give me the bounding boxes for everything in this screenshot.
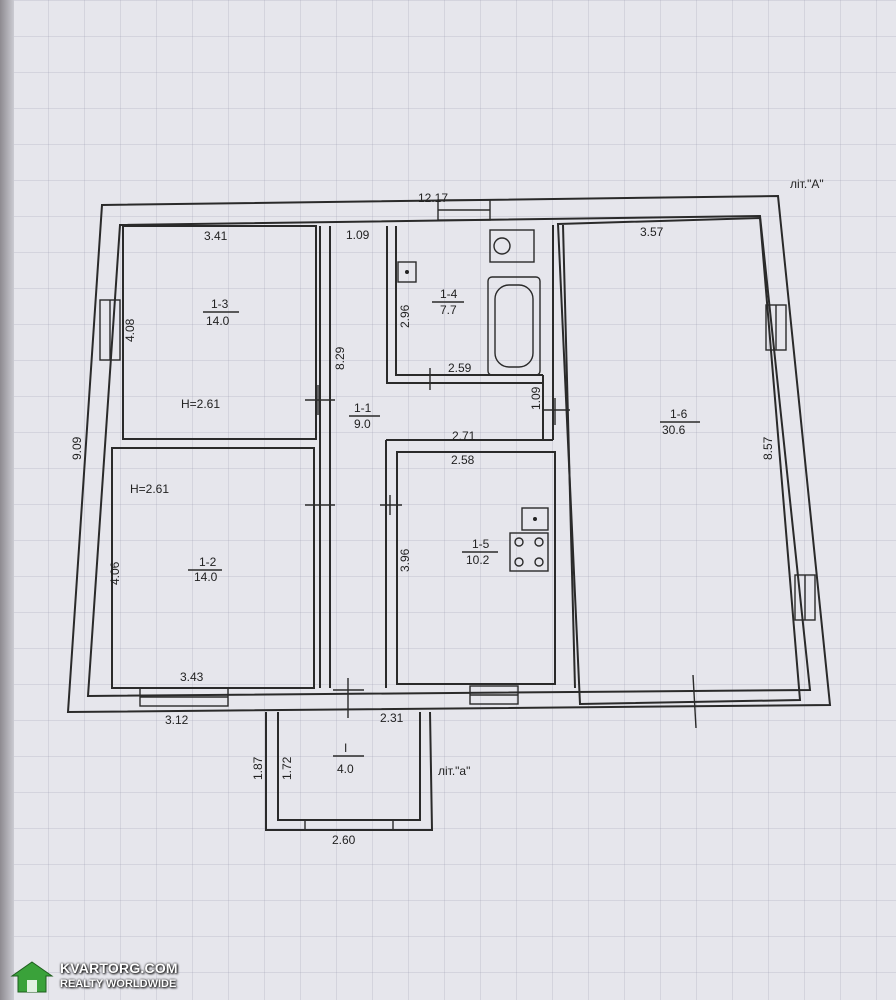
dim-total-height: 9.09 xyxy=(70,436,84,460)
dim-porch-outer: 1.87 xyxy=(251,756,265,780)
dim-hall-width: 2.71 xyxy=(452,429,476,443)
room-1-4-id: 1-4 xyxy=(440,287,458,301)
room-1-3 xyxy=(122,225,317,440)
dim-r15-side: 3.96 xyxy=(398,548,412,572)
dim-r13-side: 4.08 xyxy=(123,318,137,342)
dim-corr-top: 1.09 xyxy=(346,228,370,242)
lit-small-label: літ."а" xyxy=(438,764,470,778)
dim-porch-top: 2.31 xyxy=(380,711,404,725)
dim-r15-top: 2.58 xyxy=(451,453,475,467)
outer-walls xyxy=(66,194,832,714)
room-1-3-id: 1-3 xyxy=(211,297,229,311)
room-1-3-area: 14.0 xyxy=(206,314,230,328)
dim-r12-side: 4.06 xyxy=(108,561,122,585)
dim-r14-bottom: 2.59 xyxy=(448,361,472,375)
room-1-5-id: 1-5 xyxy=(472,537,490,551)
room-1-3-height: H=2.61 xyxy=(181,397,220,411)
dim-corr-side: 8.29 xyxy=(333,346,347,370)
drawing-paper xyxy=(12,0,896,1000)
windows xyxy=(99,199,816,707)
room-1-5 xyxy=(396,451,556,685)
watermark-site: KVARTORG.COM xyxy=(60,960,178,976)
dim-r16-top: 3.57 xyxy=(640,225,664,239)
watermark-logo: KVARTORG.COM REALTY WORLDWIDE xyxy=(10,958,220,996)
room-1-5-area: 10.2 xyxy=(466,553,490,567)
room-1-4-area: 7.7 xyxy=(440,303,457,317)
room-1-1-area: 9.0 xyxy=(354,417,371,431)
room-1-6-area: 30.6 xyxy=(662,423,686,437)
room-1-2-id: 1-2 xyxy=(199,555,217,569)
room-1-6 xyxy=(556,216,802,706)
room-1-2-area: 14.0 xyxy=(194,570,218,584)
kitchen-fixtures xyxy=(509,507,549,572)
room-1-6-id: 1-6 xyxy=(670,407,688,421)
dim-bottom-left: 3.12 xyxy=(165,713,189,727)
dim-porch-inner: 1.72 xyxy=(280,756,294,780)
dim-r16-side: 8.57 xyxy=(761,436,775,460)
dim-r12-bottom: 3.43 xyxy=(180,670,204,684)
paper-edge-shadow xyxy=(0,0,14,1000)
dim-step-side: 1.09 xyxy=(529,386,543,410)
room-1-2-height: H=2.61 xyxy=(130,482,169,496)
room-porch-area: 4.0 xyxy=(337,762,354,776)
room-porch-id: I xyxy=(344,741,347,755)
dim-r14-side: 2.96 xyxy=(398,304,412,328)
room-1-1-id: 1-1 xyxy=(354,401,372,415)
lit-big-label: літ."А" xyxy=(790,177,824,191)
porch xyxy=(265,711,434,831)
dim-r13-top: 3.41 xyxy=(204,229,228,243)
doors xyxy=(305,368,697,729)
dim-total-width: 12.17 xyxy=(418,191,448,205)
watermark-tagline: REALTY WORLDWIDE xyxy=(60,978,177,990)
bathroom-fixtures xyxy=(397,229,541,376)
room-label-lines xyxy=(188,301,700,757)
house-logo-icon xyxy=(10,961,54,993)
dim-porch-bottom: 2.60 xyxy=(332,833,356,847)
